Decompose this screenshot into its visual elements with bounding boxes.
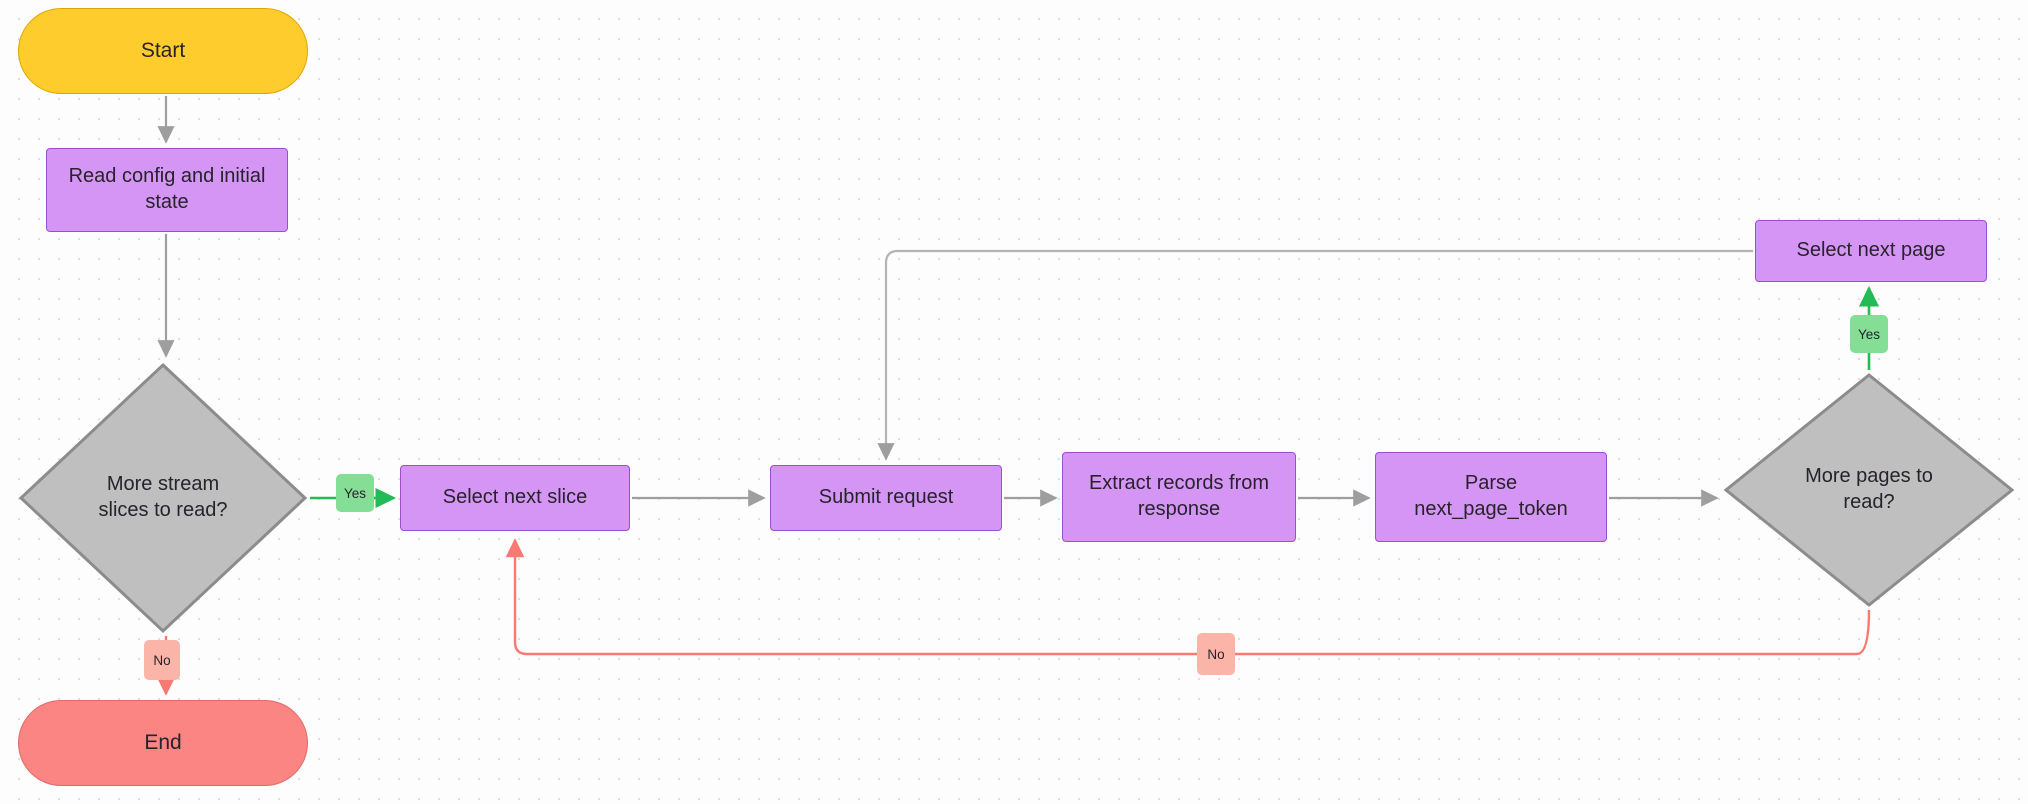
node-select-next-page-label: Select next page xyxy=(1796,239,1946,262)
diamond-shape-icon xyxy=(1723,373,2015,607)
edge-more-pages-no-to-select-slice-loop xyxy=(505,538,1871,656)
edge-label-text: No xyxy=(1207,646,1225,662)
edge-label-more-pages-no[interactable]: No xyxy=(1197,633,1235,675)
node-start-label: Start xyxy=(140,38,186,62)
node-submit-request[interactable]: Submit request xyxy=(770,465,1002,531)
node-select-next-page[interactable]: Select next page xyxy=(1755,220,1987,282)
node-extract-records[interactable]: Extract records from response xyxy=(1062,452,1296,542)
node-extract-records-label: Extract records from response xyxy=(1088,472,1270,520)
node-submit-request-label: Submit request xyxy=(818,486,954,509)
node-end[interactable]: End xyxy=(18,700,308,786)
edge-label-text: Yes xyxy=(1857,326,1881,342)
node-more-pages-decision[interactable]: More pages to read? xyxy=(1723,372,2015,608)
diamond-shape-icon xyxy=(18,362,308,634)
edge-label-text: Yes xyxy=(343,485,367,501)
edge-label-text: No xyxy=(153,652,171,668)
edge-select-page-to-submit-loop xyxy=(877,249,1753,461)
edge-label-more-slices-yes[interactable]: Yes xyxy=(336,474,374,512)
edge-label-more-slices-no[interactable]: No xyxy=(144,640,180,680)
node-read-config-label: Read config and initial state xyxy=(68,165,266,213)
node-parse-next-page-token-label: Parse next_page_token xyxy=(1414,472,1568,520)
edge-label-more-pages-yes[interactable]: Yes xyxy=(1850,315,1888,353)
node-read-config[interactable]: Read config and initial state xyxy=(46,148,288,232)
node-parse-next-page-token[interactable]: Parse next_page_token xyxy=(1375,452,1607,542)
node-end-label: End xyxy=(144,730,182,754)
node-select-next-slice-label: Select next slice xyxy=(442,486,588,509)
node-select-next-slice[interactable]: Select next slice xyxy=(400,465,630,531)
node-more-stream-slices-decision[interactable]: More stream slices to read? xyxy=(18,362,308,634)
node-more-stream-slices-label: More stream slices to read? xyxy=(98,473,228,521)
node-more-pages-label: More pages to read? xyxy=(1805,465,1933,513)
node-start[interactable]: Start xyxy=(18,8,308,94)
